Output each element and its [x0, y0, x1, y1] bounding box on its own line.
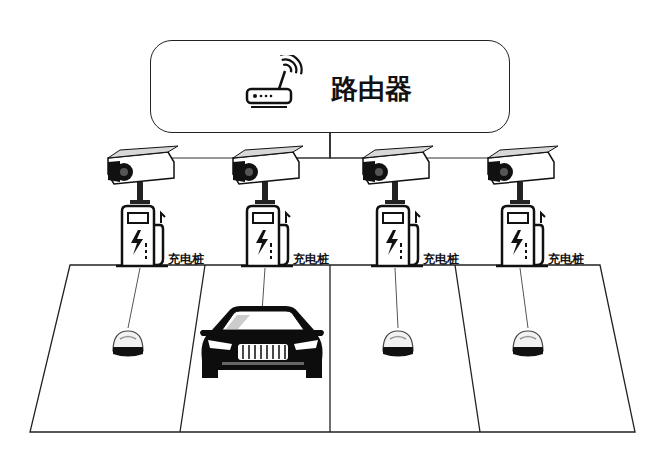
bay-divider [329, 265, 330, 432]
pile-label: 充电桩 [168, 251, 204, 268]
parking-area [30, 265, 635, 432]
camera [108, 146, 178, 204]
router-label: 路由器 [331, 71, 412, 107]
charger-icon [241, 203, 293, 269]
router-box: 路由器 [150, 40, 510, 133]
parking-sensor [113, 331, 143, 357]
sensor-wire [128, 268, 140, 328]
pile-label: 充电桩 [293, 251, 329, 268]
camera [363, 146, 433, 204]
sensor-wire [520, 268, 528, 328]
charging-pile: 充电桩 [116, 203, 206, 269]
sensor-wire [262, 268, 265, 312]
camera [233, 146, 303, 204]
sensor-wire [395, 268, 398, 328]
parking-sensor [513, 331, 543, 357]
network-cable [330, 133, 520, 203]
charging-pile: 充电桩 [241, 203, 331, 269]
bay-divider [455, 265, 480, 432]
pile-label: 充电桩 [548, 251, 584, 268]
camera [488, 146, 558, 204]
pile-label: 充电桩 [423, 251, 459, 268]
router-icon [239, 55, 309, 115]
charging-pile: 充电桩 [496, 203, 586, 269]
charger-icon [371, 203, 423, 269]
charger-icon [116, 203, 168, 269]
charger-icon [496, 203, 548, 269]
parking-sensor [383, 331, 413, 357]
bay-divider [180, 265, 205, 432]
car [200, 306, 324, 378]
charging-pile: 充电桩 [371, 203, 461, 269]
